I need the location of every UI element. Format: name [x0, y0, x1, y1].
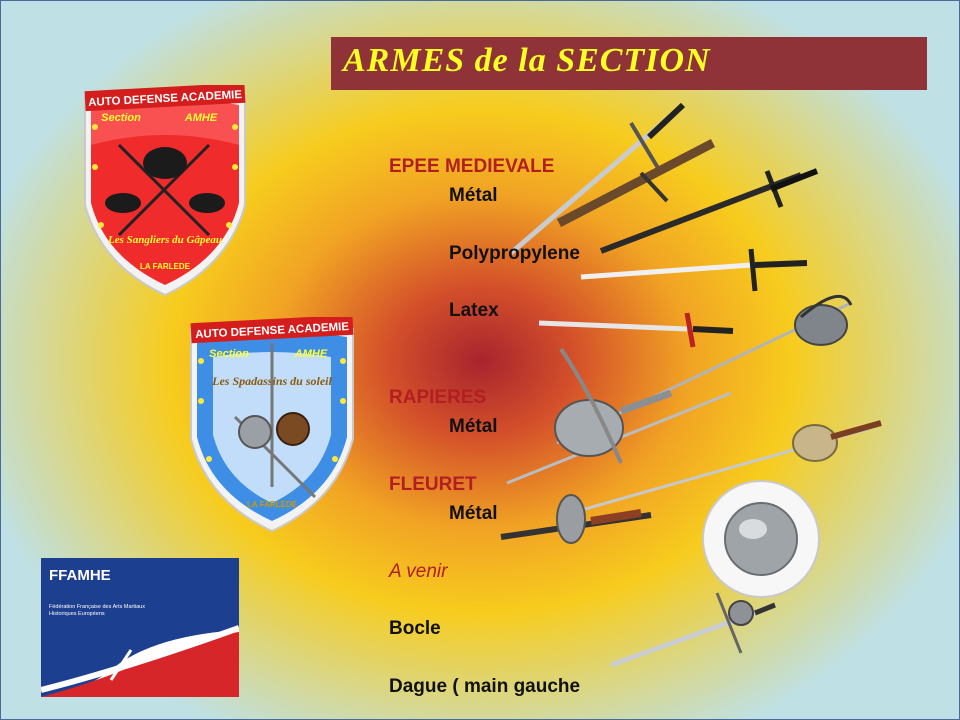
- ffamhe-emblem: FFAMHE Fédération Française des Arts Mar…: [41, 558, 239, 697]
- fleuret-header: FLEURET: [389, 474, 477, 495]
- crest-red-section: Section: [101, 112, 141, 124]
- crest-red-motto: Les Sangliers du Gâpeau: [107, 234, 222, 246]
- sword-polypropylene: [599, 168, 819, 254]
- a-venir-label: A venir: [389, 561, 448, 582]
- rapier-2: [506, 347, 732, 485]
- sword-latex: [580, 248, 808, 292]
- title-bar: ARMES de la SECTION: [331, 37, 927, 90]
- ffamhe-name: FFAMHE: [49, 567, 111, 584]
- slide-title: ARMES de la SECTION: [343, 42, 711, 79]
- crest-blue-logo: AUTO DEFENSE ACADEMIE Section AMHE Les S…: [190, 317, 354, 533]
- crest-red-logo: AUTO DEFENSE ACADEMIE Section AMHE Les S…: [84, 85, 246, 297]
- crest-red-club: AMHE: [184, 112, 218, 124]
- rapieres-header: RAPIERES: [389, 387, 487, 408]
- sword-cross: [538, 312, 734, 348]
- dague: [610, 592, 776, 668]
- crest-blue-place: LA FARLEDE: [247, 500, 298, 509]
- rapieres-metal: Métal: [449, 416, 498, 437]
- fleuret: [500, 494, 652, 544]
- weapons-illustration: [500, 102, 882, 668]
- sword-metal-1: [509, 102, 686, 255]
- crest-blue-section: Section: [209, 348, 249, 360]
- ffamhe-full-name: Fédération Française des Arts Martiaux H…: [49, 604, 145, 617]
- epee-polypropylene: Polypropylene: [449, 243, 580, 264]
- epee-metal: Métal: [449, 185, 498, 206]
- bocle-label: Bocle: [389, 618, 441, 639]
- fleuret-metal: Métal: [449, 503, 498, 524]
- crest-red-place: LA FARLEDE: [140, 262, 191, 271]
- ffamhe-logo: FFAMHE Fédération Française des Arts Mar…: [41, 558, 239, 697]
- epee-header: EPEE MEDIEVALE: [389, 156, 555, 177]
- dague-label: Dague ( main gauche: [389, 676, 581, 697]
- bocle-shield: [702, 480, 820, 598]
- crest-blue-club: AMHE: [294, 348, 328, 360]
- epee-latex: Latex: [449, 300, 499, 321]
- rapier-3: [570, 420, 882, 515]
- sword-wood: [556, 139, 716, 227]
